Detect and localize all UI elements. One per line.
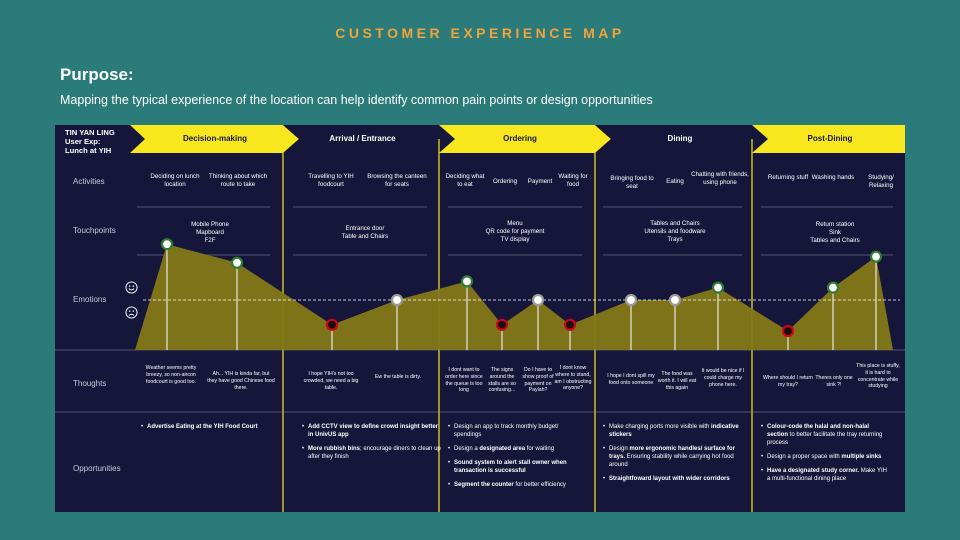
- opportunity-item: Make charging ports more visible with in…: [603, 423, 743, 439]
- row-label-touchpoints: Touchpoints: [73, 226, 116, 235]
- activity-waiting: Waiting for food: [558, 173, 588, 189]
- thought-one-sink: Theres only one sink ?!: [815, 375, 853, 388]
- thought-worth-it: The food was worth it. I will eat this a…: [657, 371, 697, 391]
- user-label: TIN YAN LING User Exp: Lunch at YIH: [65, 128, 115, 155]
- opportunities-post-dining: Colour-code the halal and non-halal sect…: [761, 423, 891, 490]
- touchpoints-arrival: Entrance door Table and Chairs: [341, 225, 389, 241]
- stage-title-dining: Dining: [667, 134, 693, 143]
- purpose-text: Mapping the typical experience of the lo…: [60, 93, 653, 107]
- page-title: CUSTOMER EXPERIENCE MAP: [335, 25, 625, 41]
- row-label-opportunities: Opportunities: [73, 464, 121, 473]
- opportunity-item: Advertise Eating at the YIH Food Court: [141, 423, 291, 431]
- thought-spill: I hope I dont spill my food onto someone: [607, 373, 655, 386]
- emotion-point-deciding-eat: [460, 275, 474, 288]
- emotion-point-waiting: [563, 318, 577, 331]
- emotion-point-ordering: [495, 318, 509, 331]
- thought-yih-far: Ah... YIH is kinda far, but they have go…: [207, 371, 275, 391]
- activity-washing: Washing hands: [811, 174, 855, 181]
- map-graphics: [55, 125, 905, 512]
- row-label-thoughts: Thoughts: [73, 379, 107, 388]
- opportunity-item: Design a designated area for waiting: [448, 445, 583, 453]
- touchpoints-ordering: Menu QR code for payment TV display: [485, 220, 545, 244]
- emotion-point-browsing-seats: [390, 293, 404, 307]
- header-chevron-dining: [595, 125, 768, 153]
- stage-title-arrival: Arrival / Entrance: [329, 134, 396, 143]
- emotion-point-bringing-food: [624, 293, 638, 307]
- thought-weather: Weather seems pretty breezy, so non-airc…: [145, 365, 197, 385]
- emotion-point-eating: [668, 293, 682, 307]
- user-scenario: Lunch at YIH: [65, 146, 112, 156]
- thought-return-tray: Where should I return my tray?: [763, 375, 813, 388]
- touchpoints-post-dining: Return station Sink Tables and Chairs: [810, 221, 860, 245]
- activity-chatting: Chatting with friends, using phone: [691, 171, 749, 187]
- activity-deciding-eat: Deciding what to eat: [445, 173, 485, 189]
- opportunity-item: Add CCTV view to define crowd insight be…: [302, 423, 442, 439]
- emotion-point-payment: [531, 293, 545, 307]
- stage-title-ordering: Ordering: [503, 134, 537, 143]
- stage-title-post-dining: Post-Dining: [807, 134, 853, 143]
- thought-dirty-table: Ew the table is dirty.: [374, 374, 422, 380]
- opportunity-item: Design an app to track monthly budget/ s…: [448, 423, 583, 439]
- user-exp-label: User Exp:: [65, 137, 101, 147]
- activity-studying: Studying/ Relaxing: [868, 174, 894, 190]
- thought-obstructing: I dont know where to stand, am I obstruc…: [554, 365, 592, 392]
- opportunities-dining: Make charging ports more visible with in…: [603, 423, 743, 490]
- opportunities-ordering: Design an app to track monthly budget/ s…: [448, 423, 583, 496]
- activity-browsing: Browsing the canteen for seats: [367, 173, 427, 189]
- emotion-point-thinking-route: [230, 256, 244, 269]
- opportunities-decision-making: Advertise Eating at the YIH Food Court: [141, 423, 291, 437]
- activity-returning: Returning stuff: [767, 174, 809, 181]
- sad-face-icon: [125, 306, 138, 319]
- thought-signs: The signs around the stalls are so confu…: [488, 367, 516, 394]
- purpose-heading: Purpose:: [60, 65, 134, 84]
- thought-queue: I dont want to order here since the queu…: [445, 367, 483, 394]
- header-chevron-post-dining: [752, 125, 905, 153]
- opportunities-arrival: Add CCTV view to define crowd insight be…: [302, 423, 442, 467]
- emotion-point-chatting: [711, 281, 725, 294]
- opportunity-item: Segment the counter for better efficienc…: [448, 481, 583, 489]
- row-label-activities: Activities: [73, 177, 105, 186]
- header-chevron-decision-making: [130, 125, 299, 153]
- stage-title-decision-making: Decision-making: [182, 134, 247, 143]
- header-user-cell: [55, 125, 145, 153]
- thought-crowded: I hope YIH's not too crowded, we need a …: [303, 371, 359, 391]
- thought-stuffy: This place is stuffy, it is hard to conc…: [856, 363, 900, 390]
- opportunity-item: Sound system to alert stall owner when t…: [448, 459, 583, 475]
- activity-thinking-route: Thinking about which route to take: [208, 173, 268, 189]
- emotion-point-deciding-lunch: [160, 238, 174, 251]
- experience-map: TIN YAN LING User Exp: Lunch at YIH Deci…: [55, 125, 905, 512]
- opportunity-item: Straightfoward layout with wider corrido…: [603, 475, 743, 483]
- activity-bringing-food: Bringing food to seat: [610, 175, 654, 191]
- thought-charge-phone: It would be nice if I could charge my ph…: [701, 368, 745, 388]
- activity-deciding-lunch: Deciding on lunch location: [150, 173, 200, 189]
- activity-eating: Eating: [666, 178, 684, 185]
- header-chevron-ordering: [439, 125, 611, 153]
- activity-ordering: Ordering: [492, 178, 518, 185]
- emotion-area: [135, 244, 893, 350]
- opportunity-item: Design more ergonomic handles/ surface f…: [603, 445, 743, 469]
- opportunity-item: Colour-code the halal and non-halal sect…: [761, 423, 891, 447]
- emotion-point-travelling: [325, 318, 339, 331]
- activity-payment: Payment: [527, 178, 553, 185]
- header-chevron-arrival: [283, 125, 455, 153]
- opportunity-item: Have a designated study corner. Make YIH…: [761, 467, 891, 483]
- opportunity-item: Design a proper space with multiple sink…: [761, 453, 891, 461]
- touchpoints-dining: Tables and Chairs Utensils and foodware …: [644, 220, 706, 244]
- emotion-point-washing: [826, 281, 840, 294]
- row-label-emotions: Emotions: [73, 295, 107, 304]
- activity-travelling: Travelling to YIH foodcourt: [308, 173, 354, 189]
- happy-face-icon: [125, 281, 138, 294]
- emotion-point-studying: [869, 250, 883, 263]
- thought-payment-proof: Do I have to show proof of payment on Pa…: [522, 367, 554, 394]
- user-name: TIN YAN LING: [65, 128, 115, 137]
- touchpoints-decision-making: Mobile Phone Mapboard F2F: [191, 221, 229, 245]
- opportunity-item: More rubbish bins; encourage diners to c…: [302, 445, 442, 461]
- emotion-point-returning: [781, 324, 795, 338]
